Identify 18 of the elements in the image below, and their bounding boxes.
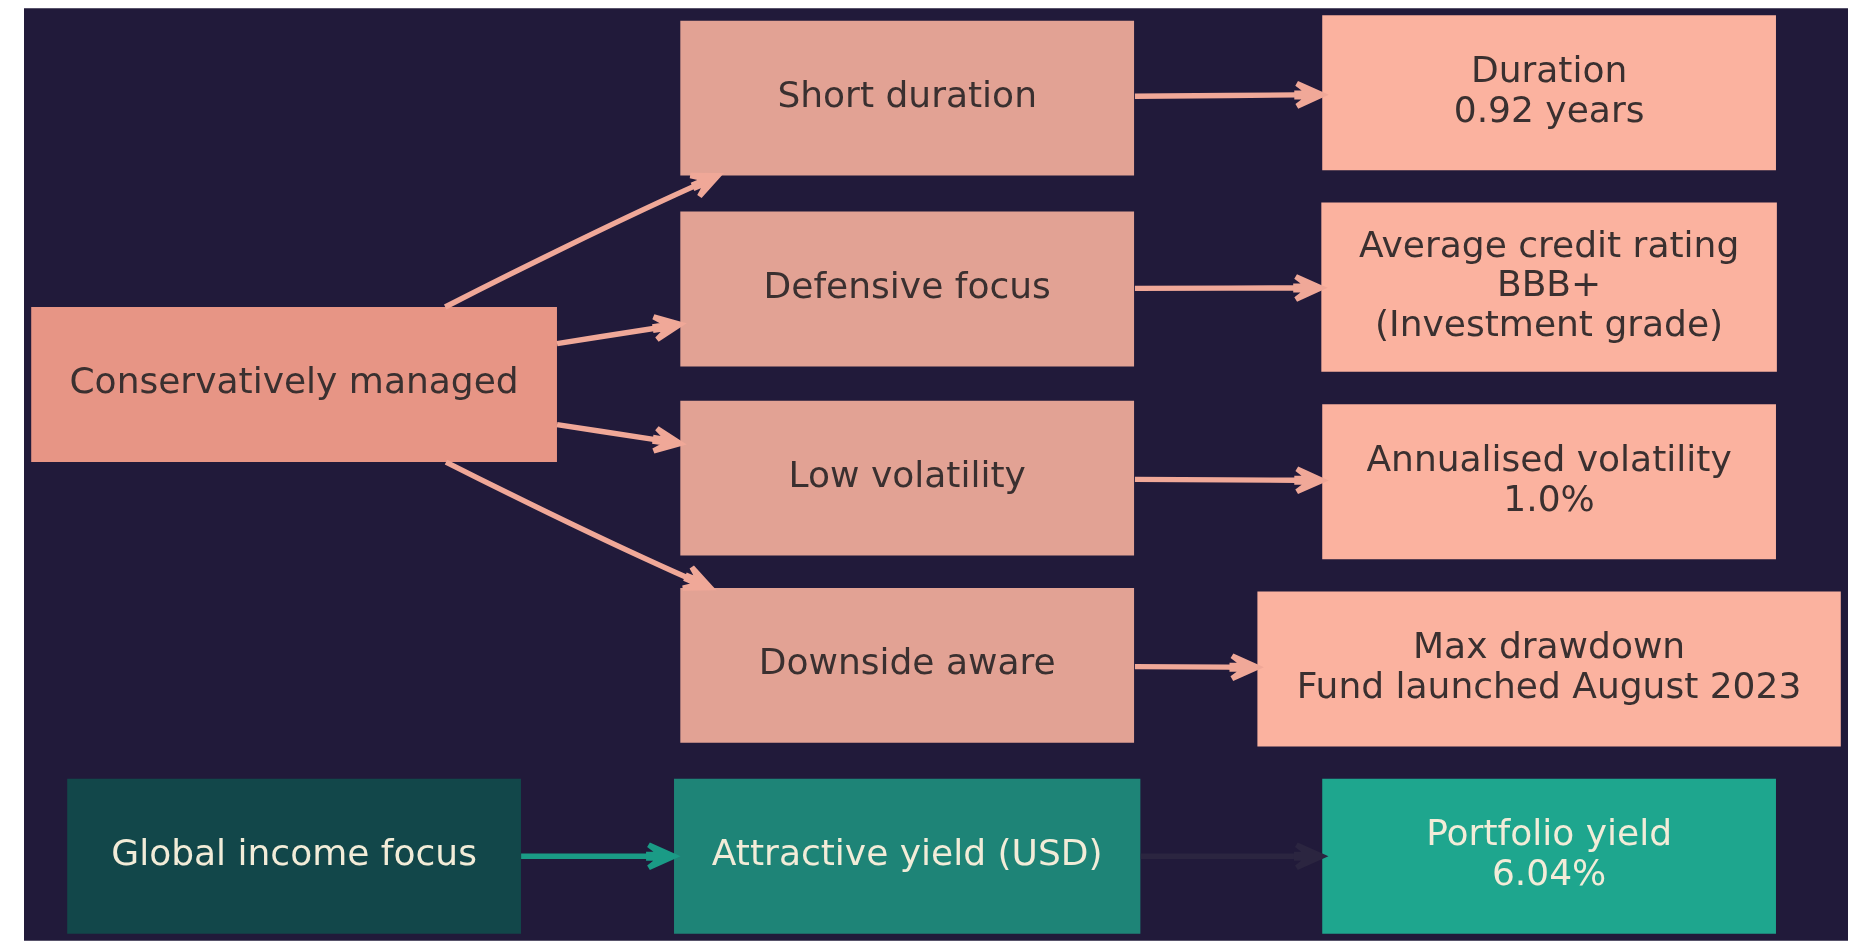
node-box: Downside aware bbox=[679, 587, 1134, 743]
arrow bbox=[444, 459, 713, 591]
node-box: Global income focus bbox=[66, 778, 521, 934]
node-box: Defensive focus bbox=[679, 211, 1134, 367]
node-box: Portfolio yield 6.04% bbox=[1321, 778, 1776, 934]
arrow bbox=[520, 842, 677, 871]
node-box: Short duration bbox=[679, 20, 1134, 176]
arrow bbox=[443, 172, 721, 310]
node-box: Max drawdown Fund launched August 2023 bbox=[1256, 591, 1841, 747]
arrow bbox=[1134, 273, 1324, 302]
node-box: Duration 0.92 years bbox=[1321, 15, 1776, 171]
node-box: Conservatively managed bbox=[30, 307, 557, 462]
node-box: Annualised volatility 1.0% bbox=[1321, 404, 1776, 560]
node-box: Average credit rating BBB+ (Investment grade) bbox=[1320, 202, 1777, 372]
arrow bbox=[556, 314, 683, 347]
node-box: Low volatility bbox=[679, 400, 1134, 556]
arrow bbox=[1134, 80, 1325, 109]
node-box: Attractive yield (USD) bbox=[673, 778, 1140, 934]
